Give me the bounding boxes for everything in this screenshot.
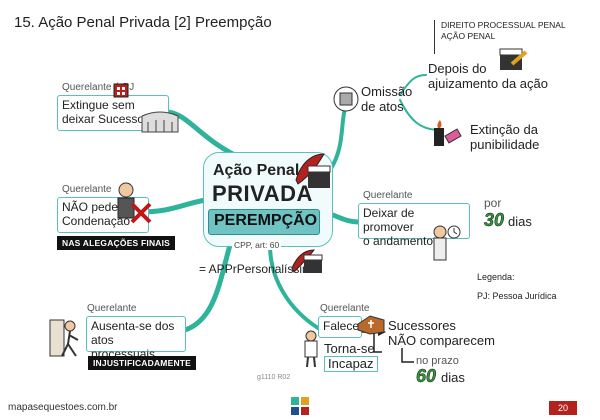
- omission-line-1: Omissão: [361, 84, 413, 99]
- blank-face-icon: [333, 86, 359, 112]
- brand-logo-icon: [291, 397, 309, 415]
- branch-after-filing: [399, 74, 427, 96]
- after-filing-line-1: Depois do: [428, 61, 487, 76]
- branch-progress: [330, 212, 363, 225]
- mnemonic-label: = APPrPersonalíssima: [199, 262, 319, 276]
- condemnation-line-1: NÃO pede: [62, 200, 119, 214]
- incapaz-line-1: Torna-se: [324, 341, 375, 356]
- waiting-person-icon: [433, 225, 461, 261]
- condemnation-line-2: Condenação: [62, 214, 131, 228]
- map-code: g1110 R02: [257, 374, 291, 381]
- peremption-box: [208, 209, 320, 235]
- legend-item: PJ: Pessoa Jurídica: [477, 291, 557, 301]
- extinction-line-1: Extinção da: [470, 122, 538, 137]
- after-filing-node: Depois do ajuizamento da ação: [428, 61, 548, 91]
- quill-clapper-small-icon: [291, 249, 323, 273]
- incapaz-node: Torna-se Incapaz: [324, 342, 378, 372]
- arrow-successors-to-deadline: [401, 348, 414, 363]
- absent-line-1: Ausenta-se dos: [91, 319, 175, 333]
- deadline-label: no prazo: [416, 355, 459, 367]
- progress-days-number: 30: [484, 210, 505, 231]
- coffin-icon: [357, 315, 385, 335]
- absent-label: Querelante: [87, 303, 137, 314]
- course-label: DIREITO PROCESSUAL PENAL AÇÃO PENAL: [434, 20, 591, 54]
- leaving-person-icon: [49, 319, 79, 357]
- extinguish-label: Querelante é PJ: [62, 82, 135, 93]
- center-title-line-1: Ação Penal: [213, 162, 300, 179]
- footer-site-link[interactable]: mapasequestoes.com.br: [8, 402, 118, 413]
- omission-line-2: de atos: [361, 99, 404, 114]
- quill-clapper-icon: [295, 153, 331, 188]
- dies-days-number: 60: [416, 366, 437, 387]
- dies-days-unit: dias: [441, 370, 465, 385]
- incapable-person-icon: [304, 330, 318, 368]
- progress-line-2: o andamento: [363, 234, 434, 248]
- clapper-pen-icon: [499, 48, 528, 70]
- building-icon: [113, 83, 129, 98]
- peremption-label: PEREMPÇÃO: [214, 212, 318, 229]
- dies-label: Querelante: [320, 303, 370, 314]
- prisoner-x-icon: [117, 182, 152, 224]
- page-title: 15. Ação Penal Privada [2] Preempção: [14, 14, 272, 31]
- course-line-2: AÇÃO PENAL: [441, 31, 496, 41]
- condemnation-label: Querelante: [62, 184, 112, 195]
- lighter-eraser-icon: [434, 120, 462, 146]
- progress-days-unit: dias: [508, 214, 532, 229]
- absent-node: Ausenta-se dos atos processuais: [86, 316, 186, 361]
- extinguish-line-1: Extingue sem: [62, 98, 135, 112]
- after-filing-line-2: ajuizamento da ação: [428, 76, 548, 91]
- arrow-incapaz-to-successors: [373, 332, 382, 353]
- progress-label: Querelante: [363, 190, 413, 201]
- successors-line-1: Sucessores: [388, 318, 456, 333]
- ruins-icon: [141, 111, 179, 133]
- successors-node: Sucessores NÃO comparecem: [388, 318, 495, 348]
- branch-dies: [268, 243, 320, 330]
- extinguish-line-2: deixar Sucessor: [62, 112, 149, 126]
- extinction-line-2: punibilidade: [470, 137, 540, 152]
- page-number-badge: 20: [549, 401, 577, 415]
- extinction-node: Extinção da punibilidade: [470, 122, 539, 152]
- course-line-1: DIREITO PROCESSUAL PENAL: [441, 20, 566, 30]
- falece-text: Falece: [323, 319, 360, 333]
- condemnation-tag: NAS ALEGAÇÕES FINAIS: [57, 236, 176, 250]
- omission-node: Omissão de atos: [361, 84, 412, 114]
- incapaz-line-2: Incapaz: [324, 356, 378, 372]
- progress-line-1: Deixar de promover: [363, 206, 415, 234]
- progress-por: por: [484, 196, 502, 210]
- successors-line-2: NÃO comparecem: [388, 333, 495, 348]
- cpp-reference: CPP, art: 60: [232, 240, 282, 250]
- absent-tag: INJUSTIFICADAMENTE: [88, 356, 197, 370]
- legend-title: Legenda:: [477, 272, 515, 282]
- branch-absent: [182, 242, 233, 333]
- center-title-line-2: PRIVADA: [212, 181, 313, 206]
